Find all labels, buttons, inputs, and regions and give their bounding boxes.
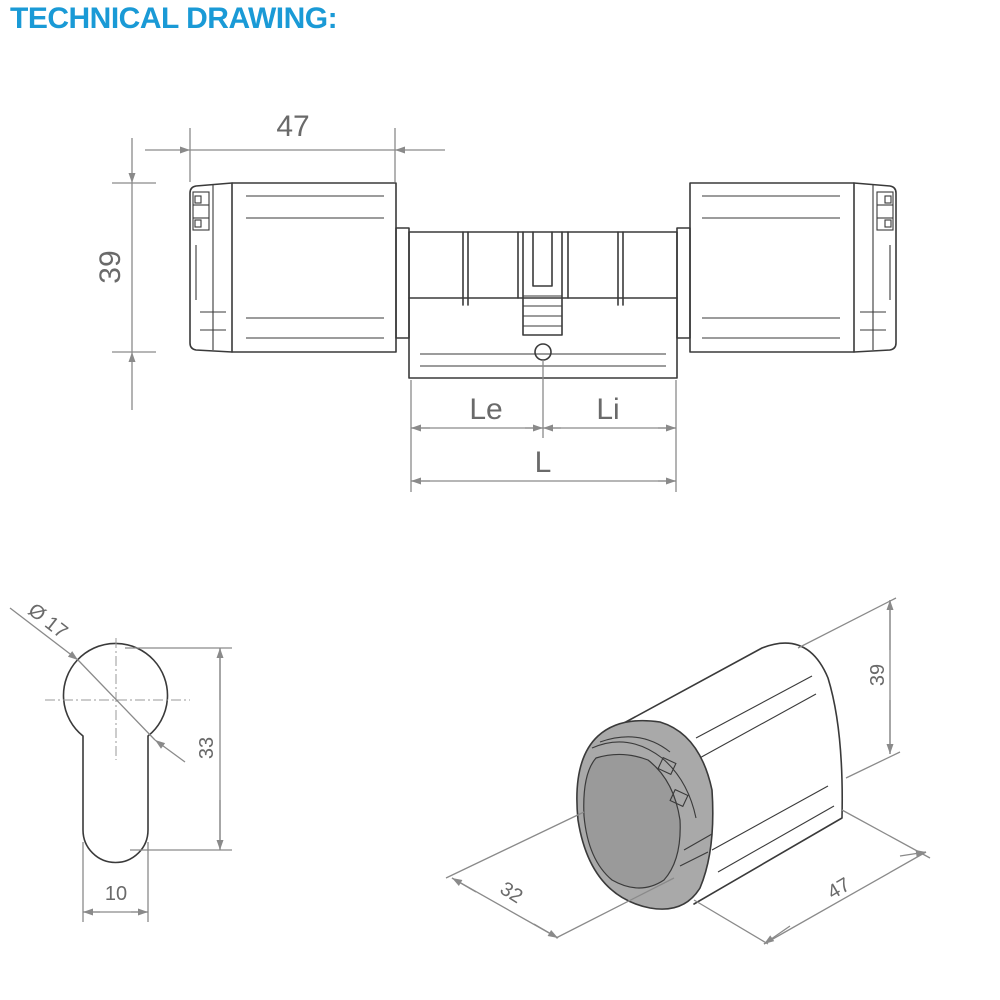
dim-label-iso-length: 47 (824, 874, 854, 904)
dim-label-iso-height: 39 (867, 664, 889, 686)
dim-label-profile-width: 10 (105, 883, 127, 905)
front-view: 47 39 (94, 110, 897, 492)
dim-knob-height: 39 (94, 138, 156, 410)
dim-lengths: Le Li L (410, 360, 677, 492)
dim-label-knob-width: 47 (276, 110, 309, 143)
cylinder-body (395, 227, 691, 379)
dim-label-outer-length: Le (469, 393, 502, 426)
dim-label-total-length: L (535, 446, 552, 479)
dim-label-iso-face: 32 (496, 878, 527, 908)
dim-knob-width: 47 (145, 110, 445, 182)
dim-label-profile-height: 33 (196, 737, 218, 759)
profile-view: Ø 17 33 10 (9, 599, 232, 922)
right-knob (689, 182, 897, 353)
iso-knob-body (599, 642, 844, 905)
left-knob (189, 182, 397, 353)
euro-profile-outline (62, 642, 169, 864)
iso-view: 39 32 47 (445, 597, 931, 945)
dim-label-inner-length: Li (596, 393, 619, 426)
dim-label-knob-height: 39 (94, 250, 127, 283)
page-title: TECHNICAL DRAWING: (10, 2, 338, 35)
